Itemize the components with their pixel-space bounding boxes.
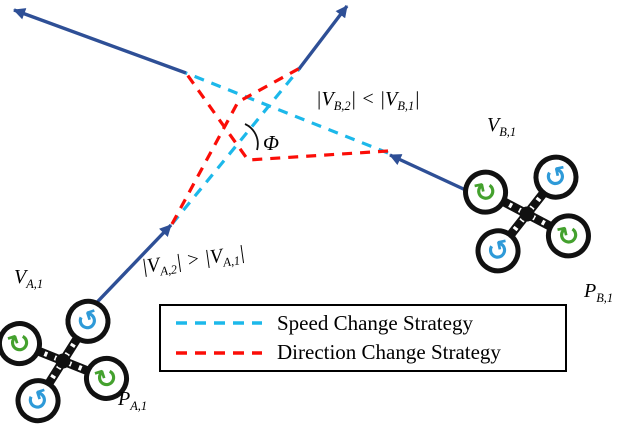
speed-change-line-sample [176,321,262,325]
speed-change-path-b [185,71,389,155]
legend-item-speed-change: Speed Change Strategy [175,311,565,336]
label-base: V [14,266,27,288]
ineq-part: |V [316,88,334,110]
speed-change-path-a [170,66,302,226]
label-speed-inequality-b: |VB,2| < |VB,1| [316,88,420,114]
label-base: P [584,280,597,302]
legend-label-direction: Direction Change Strategy [277,340,501,365]
ineq-sub: A,1 [222,253,241,270]
label-sub: B,1 [499,125,517,139]
phi-symbol: Φ [263,131,279,155]
trajectory-arrow-top-right [297,4,349,71]
direction-change-line-sample [176,351,262,355]
label-sub: A,1 [26,277,44,291]
phi-angle-arc [244,123,259,151]
label-velocity-a1: VA,1 [14,266,43,292]
drone-a-icon [0,296,132,426]
ineq-part: | [414,88,420,110]
label-sub: B,1 [596,291,614,305]
ineq-part: |V [140,253,161,278]
direction-change-path-a [170,66,301,225]
label-phi-angle: Φ [263,131,279,155]
label-base: V [487,114,500,136]
drone-b-icon [462,153,592,274]
ineq-sub: B,2 [333,99,351,113]
legend-box: Speed Change Strategy Direction Change S… [159,304,567,372]
label-sub: A,1 [130,399,148,413]
ineq-part: | < |V [350,88,398,110]
label-position-b1: PB,1 [584,280,613,306]
label-position-a1: PA,1 [118,388,147,414]
ineq-sub: A,2 [159,262,178,279]
trajectory-arrow-top-left [13,8,187,75]
legend-label-speed: Speed Change Strategy [277,310,473,335]
ineq-sub: B,1 [397,99,415,113]
legend-item-direction-change: Direction Change Strategy [175,340,565,365]
label-velocity-b1: VB,1 [487,114,516,140]
label-base: P [118,388,131,410]
